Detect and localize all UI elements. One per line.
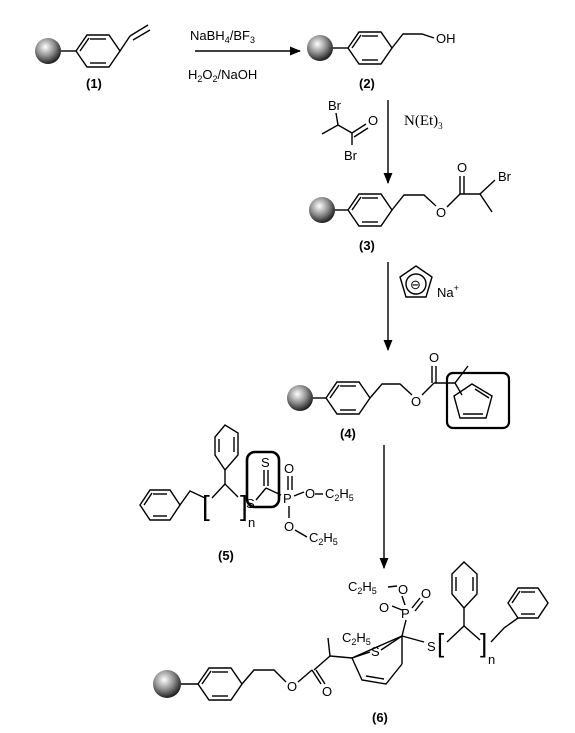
- reagent-h2o2-naoh: H2O2/NaOH: [188, 67, 257, 84]
- benzene-ring: [325, 381, 371, 415]
- svg-text:P: P: [283, 491, 292, 506]
- resin-bead: [35, 38, 61, 64]
- end-phenyl-ring: [507, 587, 549, 619]
- compound-label-2: (2): [359, 76, 375, 91]
- compound-2: OH (2): [307, 31, 456, 91]
- compound-6: O O S C2H5 P O O O C2H5: [153, 561, 549, 725]
- sodium-cation: Na+: [437, 283, 459, 300]
- svg-text:O: O: [411, 394, 421, 409]
- svg-text:O: O: [379, 600, 389, 615]
- anion-charge: ⊖: [410, 277, 421, 292]
- step-2: Br O Br N(Et)3: [321, 98, 443, 185]
- cyclopentadiene-highlight-box: [445, 371, 511, 430]
- bracket-right: ]: [480, 628, 487, 658]
- bracket-left: [: [202, 490, 210, 521]
- compound-label-6: (6): [372, 710, 388, 725]
- cyclopentadiene-ring: [453, 383, 493, 419]
- ethyl-group: C2H5: [309, 530, 338, 547]
- sodium-cyclopentadienide: ⊖ Na+: [399, 265, 459, 300]
- svg-text:S: S: [371, 644, 380, 659]
- svg-text:S: S: [427, 639, 436, 654]
- pendant-phenyl-ring: [451, 561, 478, 610]
- compound-label-4: (4): [340, 426, 356, 441]
- bicyclic-adduct: S: [351, 635, 403, 685]
- svg-text:P: P: [401, 606, 410, 621]
- ethyl-group: C2H5: [348, 579, 377, 596]
- resin-bead: [309, 197, 335, 223]
- compound-label-1: (1): [86, 76, 102, 91]
- benzene-ring: [347, 31, 393, 65]
- ethyl-group: C2H5: [342, 630, 371, 647]
- svg-text:Br: Br: [344, 148, 358, 163]
- compound-label-5: (5): [218, 548, 234, 563]
- svg-text:S: S: [246, 496, 255, 511]
- svg-text:O: O: [457, 160, 467, 175]
- svg-text:O: O: [305, 486, 315, 501]
- benzene-ring: [197, 667, 243, 701]
- repeat-n: n: [488, 652, 495, 667]
- svg-text:O: O: [284, 461, 294, 476]
- end-phenyl-ring: [139, 489, 181, 521]
- reagent-2-bromopropionyl-bromide: Br O Br: [321, 98, 378, 163]
- bracket-right: ]: [240, 490, 248, 521]
- compound-1: (1): [35, 24, 151, 91]
- svg-text:O: O: [322, 684, 332, 699]
- compound-5: [ ] n S S P O O C2H5 O C2H5 (5): [139, 424, 354, 563]
- svg-text:O: O: [421, 586, 431, 601]
- svg-text:S: S: [261, 455, 270, 470]
- svg-text:O: O: [368, 113, 378, 128]
- pendant-phenyl-ring: [214, 424, 239, 472]
- compound-label-3: (3): [359, 238, 375, 253]
- svg-text:O: O: [287, 679, 297, 694]
- resin-bead: [287, 385, 313, 411]
- svg-text:O: O: [398, 582, 408, 597]
- compound-4: O O (4): [287, 350, 511, 441]
- svg-text:Br: Br: [328, 98, 342, 113]
- svg-text:O: O: [429, 350, 439, 365]
- svg-text:O: O: [436, 205, 446, 220]
- benzene-ring: [75, 34, 121, 68]
- compound-3: O O Br (3): [309, 160, 512, 253]
- resin-bead: [153, 670, 181, 698]
- benzene-ring: [347, 193, 393, 227]
- ethyl-group: C2H5: [325, 486, 354, 503]
- svg-text:O: O: [284, 519, 294, 534]
- step-1: NaBH4/BF3 H2O2/NaOH: [188, 28, 302, 84]
- reagent-nabh4-bf3: NaBH4/BF3: [190, 28, 255, 45]
- repeat-n: n: [248, 515, 255, 530]
- thiocarbonyl-highlight: [245, 450, 281, 509]
- reagent-triethylamine: N(Et)3: [404, 113, 443, 131]
- hydroxyl-group: OH: [436, 31, 456, 46]
- bracket-left: [: [437, 628, 445, 658]
- resin-bead: [307, 35, 333, 61]
- svg-text:Br: Br: [498, 169, 512, 184]
- step-3: ⊖ Na+: [383, 262, 459, 352]
